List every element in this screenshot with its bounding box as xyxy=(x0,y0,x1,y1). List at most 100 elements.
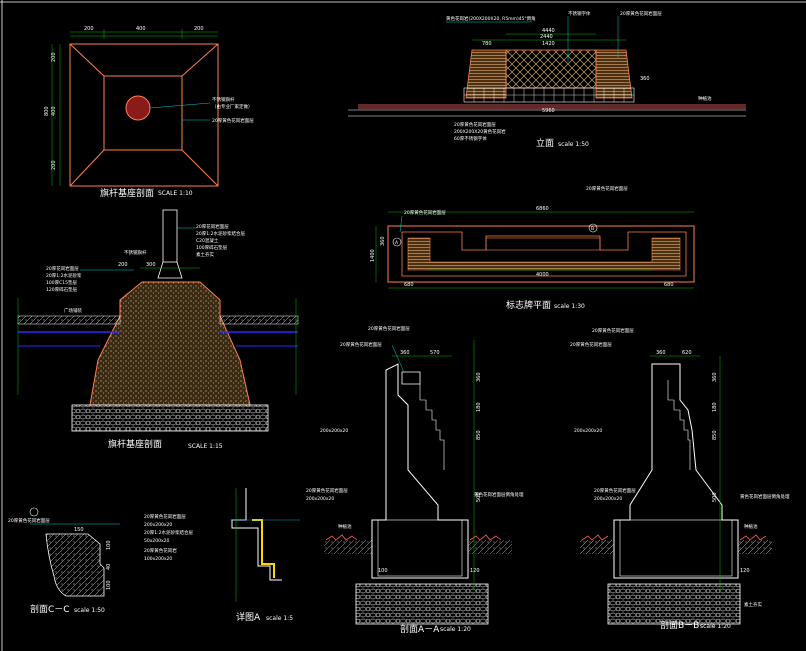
section-scale: SCALE 1:15 xyxy=(188,443,223,450)
elev-right-note-1: 不锈钢字体 xyxy=(568,10,591,17)
plan-note-2: （由专业厂家定做） xyxy=(212,103,253,110)
elev-dim-4: 1420 xyxy=(542,41,555,47)
plan-marker-a-label: A xyxy=(395,240,399,246)
cc-title: 剖面C－C xyxy=(30,603,70,615)
flagpole-base-section: 200 300 20厚花岗岩面层 20厚1:2水泥砂浆结合层 C20混凝土 10… xyxy=(17,209,299,450)
detail-note-1: 20厚黄色花岗岩面层 xyxy=(144,513,186,520)
elev-bottom-note-2: 200X200X20黄色花岗岩 xyxy=(454,128,506,135)
section-label-pavement: 广场铺装 xyxy=(64,307,82,314)
plan-dim-left-1: 200 xyxy=(51,52,57,62)
section-note-r3: C20混凝土 xyxy=(196,237,219,244)
plan-title: 旗杆基座剖面 xyxy=(100,187,154,199)
plan-note-3: 20厚黄色花岗岩面层 xyxy=(212,117,254,124)
bb-dim-right-1: 360 xyxy=(712,372,718,382)
sign-wall-plan: A B 6860 4000 680 680 1400 360 20厚黄色花岗岩面… xyxy=(370,185,695,311)
plan-marker-b-label: B xyxy=(591,226,594,232)
elev-scale: scale 1:50 xyxy=(558,141,589,148)
elev-bottom-note-3: 60厚不锈钢字体 xyxy=(454,135,487,142)
bb-note-3: 200x200x20 xyxy=(574,428,602,434)
wallplan-scale: scale 1:30 xyxy=(554,303,585,310)
plan-scale: SCALE 1:10 xyxy=(158,190,193,197)
elev-dim-5: 360 xyxy=(640,76,650,82)
aa-dim-right-6: 100 xyxy=(378,568,388,574)
section-label-pole: 不锈钢旗杆 xyxy=(124,249,147,256)
plan-dim-total: 800 xyxy=(44,106,50,116)
cc-dim-3: 40 xyxy=(106,564,112,570)
aa-dim-right-5: 120 xyxy=(470,568,480,574)
plan-dim-top-1: 200 xyxy=(84,26,94,32)
bb-note-2: 20厚黄色花岗岩面层 xyxy=(570,341,612,348)
bb-ground-label: 种植池 xyxy=(744,523,758,530)
section-dim-top-1: 200 xyxy=(118,262,128,268)
elev-side-label: 种植池 xyxy=(698,95,712,102)
wallplan-note-2: 20厚黄色花岗岩面层 xyxy=(586,185,628,192)
aa-dim-top-1: 360 xyxy=(400,350,410,356)
wallplan-dim-6: 360 xyxy=(380,236,386,246)
elev-dim-3: 780 xyxy=(482,41,492,47)
plan-section-marker-b xyxy=(588,223,598,233)
bb-right-note: 黄色花岗岩面层倒角处理 xyxy=(740,493,790,500)
plan-dim-left-2: 400 xyxy=(51,106,57,116)
aa-note-1: 20厚黄色花岗岩面层 xyxy=(368,325,410,332)
wallplan-note-1: 20厚黄色花岗岩面层 xyxy=(404,209,446,216)
bb-note-4: 20厚黄色花岗岩面层 xyxy=(594,487,636,494)
bb-dim-right-4: 500 xyxy=(712,492,718,502)
detail-a: 20厚黄色花岗岩面层 200x200x20 20厚1:2水泥砂浆结合层 50x2… xyxy=(144,488,300,623)
cc-scale: scale 1:50 xyxy=(74,607,105,614)
bb-soil-note: 素土夯实 xyxy=(744,601,762,608)
section-note-r2: 20厚1:2水泥砂浆结合层 xyxy=(196,230,245,237)
cc-dim-4: 100 xyxy=(106,580,112,590)
section-cc: 20厚黄色花岗岩面层 150 100 40 100 剖面C－C scale 1:… xyxy=(8,507,120,615)
detail-note-3: 20厚1:2水泥砂浆结合层 xyxy=(144,529,193,536)
elev-dim-1: 4440 xyxy=(542,28,555,34)
elev-dim-2: 2440 xyxy=(540,34,553,40)
wallplan-dim-4: 680 xyxy=(664,282,674,288)
plan-dim-top-3: 200 xyxy=(194,26,204,32)
section-note-l3: 100厚C15垫层 xyxy=(46,279,77,286)
section-note-l2: 20厚1:2水泥砂浆 xyxy=(46,272,82,279)
wallplan-dim-1: 6860 xyxy=(536,206,549,212)
plan-section-marker-a xyxy=(392,237,402,247)
bb-dim-right-2: 180 xyxy=(712,402,718,412)
flagpole-base-plan: 200 400 200 200 400 200 800 不锈钢旗杆 （由专业厂家… xyxy=(44,26,254,199)
aa-note-3: 200x200x20 xyxy=(320,428,348,434)
section-title: 旗杆基座剖面 xyxy=(108,438,162,450)
section-note-l1: 20厚花岗岩面层 xyxy=(46,265,79,272)
elev-bottom-note-1: 20厚黄色花岗岩面层 xyxy=(454,121,496,128)
detail-title: 详图A xyxy=(236,611,261,623)
section-bb: 360 620 360 180 850 500 120 20厚黄色花岗岩面层 2… xyxy=(570,327,790,631)
bb-title: 剖面B－B xyxy=(660,619,699,631)
bb-dim-top-1: 360 xyxy=(656,350,666,356)
aa-note-5: 200x200x20 xyxy=(306,496,334,502)
plan-dim-top-2: 400 xyxy=(136,26,146,32)
detail-scale: scale 1:5 xyxy=(266,615,293,622)
section-aa: 360 570 360 180 850 500 120 100 20厚黄色花岗岩… xyxy=(306,325,524,635)
cc-section-marker xyxy=(29,507,39,517)
bb-dim-right-3: 850 xyxy=(712,430,718,440)
detail-note-4: 50x200x20 xyxy=(144,538,170,544)
aa-ground-label: 种植池 xyxy=(338,523,352,530)
sign-wall-elevation: 4440 2440 780 1420 360 5960 黄色花岗岩(200X20… xyxy=(348,10,746,149)
aa-right-note: 黄色花岗岩面层倒角处理 xyxy=(474,491,524,498)
section-dim-top-2: 300 xyxy=(146,262,156,268)
flagpole-circle xyxy=(125,95,151,121)
bb-note-1: 20厚黄色花岗岩面层 xyxy=(592,327,634,334)
aa-dim-right-2: 180 xyxy=(476,402,482,412)
wallplan-title: 标志牌平面 xyxy=(506,299,551,311)
detail-note-2: 200x200x20 xyxy=(144,522,172,528)
aa-title: 剖面A－A xyxy=(400,623,440,635)
elev-top-note: 黄色花岗岩(200X200X20, R5mm)45°倒角 xyxy=(446,15,536,22)
aa-dim-right-4: 500 xyxy=(476,492,482,502)
elev-right-note-2: 20厚黄色花岗岩面层 xyxy=(620,10,662,17)
section-note-l4: 120厚碎石垫层 xyxy=(46,286,78,293)
aa-note-2: 20厚黄色花岗岩面层 xyxy=(340,341,382,348)
cc-dim-2: 100 xyxy=(106,540,112,550)
aa-dim-right-1: 360 xyxy=(476,372,482,382)
cc-note-1: 20厚黄色花岗岩面层 xyxy=(8,517,50,524)
detail-note-5: 20厚黄色花岗岩 xyxy=(144,547,177,554)
aa-note-4: 20厚黄色花岗岩面层 xyxy=(306,487,348,494)
cc-dim-1: 150 xyxy=(74,527,84,533)
bb-dim-top-2: 620 xyxy=(682,350,692,356)
plan-note-1: 不锈钢旗杆 xyxy=(212,96,235,103)
